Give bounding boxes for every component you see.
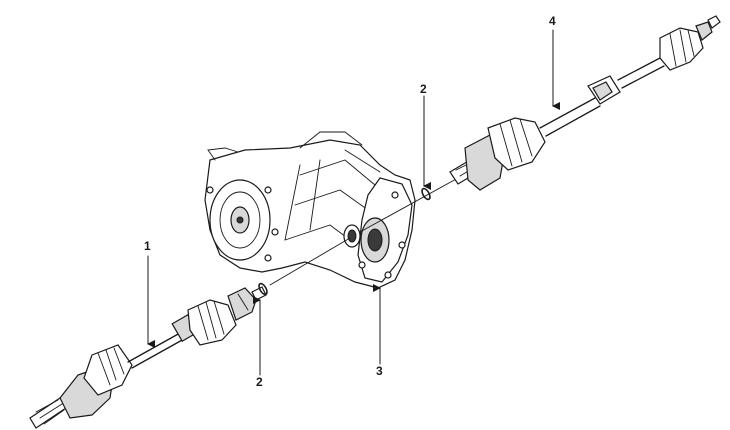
callout-label-2-right: 2 <box>420 82 427 96</box>
callout-label-2-left: 2 <box>256 375 263 389</box>
callout-label-4: 4 <box>549 14 556 28</box>
oil-seal <box>343 224 361 248</box>
transaxle-housing <box>204 131 416 289</box>
driveshaft-axis-line <box>269 177 459 286</box>
callout-label-3: 3 <box>376 364 383 378</box>
circlip-left <box>258 282 268 296</box>
right-driveshaft <box>449 15 721 191</box>
left-driveshaft <box>29 286 267 429</box>
circlip-right <box>421 187 431 201</box>
callout-leaders <box>147 29 560 376</box>
callout-label-1: 1 <box>144 239 151 253</box>
